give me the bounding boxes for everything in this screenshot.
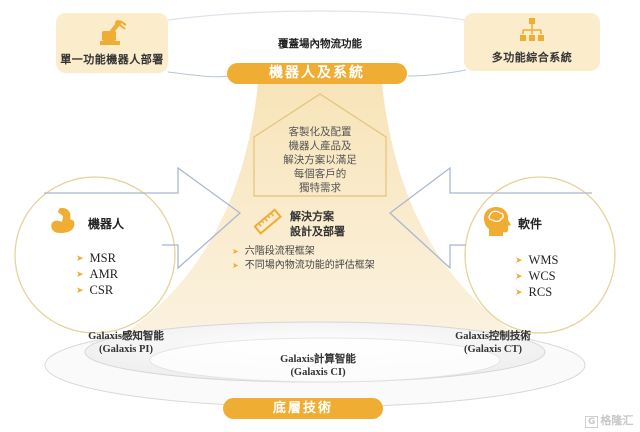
solution-bullet: ➤不同場內物流功能的評估框架	[232, 260, 375, 271]
hierarchy-icon	[520, 18, 544, 41]
intralogistics-coverage-caption: 覆蓋場內物流功能	[278, 38, 362, 50]
house-text-line: 機器人產品及	[288, 140, 352, 152]
left-arrow	[44, 166, 242, 270]
robots-and-systems-pill: 機器人及系統	[227, 63, 407, 84]
robots-list: ➤MSR ➤AMR ➤CSR	[76, 250, 118, 298]
right-arrow	[388, 166, 592, 270]
house-text-line: 獨特需求	[299, 182, 341, 194]
bullet-arrow-icon: ➤	[76, 253, 84, 263]
software-item: ➤RCS	[515, 285, 553, 299]
solution-bullets: ➤六階段流程框架 ➤不同場內物流功能的評估框架	[232, 245, 375, 273]
ruler-icon	[254, 208, 282, 235]
software-title: 軟件	[518, 217, 543, 231]
house-text-line: 客製化及配置	[288, 126, 352, 138]
single-function-robot-label: 單一功能機器人部署	[60, 53, 164, 66]
house-outline	[253, 93, 387, 197]
robot-item: ➤AMR	[76, 267, 119, 281]
bullet-arrow-icon: ➤	[515, 287, 523, 297]
underlying-technology-pill: 底層技術	[223, 398, 383, 419]
robot-item: ➤CSR	[76, 283, 114, 297]
solution-design-title: 解決方案 設計及部署	[290, 209, 345, 239]
brain-head-icon	[484, 207, 511, 236]
single-function-robot-box: 單一功能機器人部署	[56, 13, 168, 73]
galaxis-pi-label: Galaxis感知智能 (Galaxis PI)	[88, 331, 164, 355]
central-beam	[80, 84, 560, 360]
customization-text: 客製化及配置 機器人產品及 解決方案以滿足 每個客戶的 獨特需求	[262, 125, 378, 195]
software-item: ➤WMS	[515, 253, 559, 267]
house-text-line: 每個客戶的	[293, 168, 347, 180]
robots-title: 機器人	[88, 217, 125, 231]
bullet-arrow-icon: ➤	[76, 285, 84, 295]
bullet-arrow-icon: ➤	[232, 261, 239, 270]
solution-title-line: 設計及部署	[290, 225, 345, 238]
galaxis-ci-label: Galaxis計算智能 (Galaxis CI)	[280, 354, 356, 378]
bullet-arrow-icon: ➤	[232, 247, 239, 256]
left-circle	[14, 176, 176, 334]
watermark-logo-icon: G	[585, 416, 599, 428]
flexed-arm-icon	[51, 207, 75, 233]
robot-item: ➤MSR	[76, 251, 116, 265]
house-text-line: 解決方案以滿足	[283, 154, 357, 166]
bullet-arrow-icon: ➤	[515, 255, 523, 265]
software-item: ➤WCS	[515, 269, 556, 283]
multi-function-system-box: 多功能綜合系統	[464, 13, 600, 71]
software-list: ➤WMS ➤WCS ➤RCS	[515, 252, 558, 300]
multi-function-system-label: 多功能綜合系統	[491, 51, 573, 64]
solution-title-line: 解決方案	[290, 210, 334, 223]
solution-bullet: ➤六階段流程框架	[232, 246, 315, 257]
bullet-arrow-icon: ➤	[515, 271, 523, 281]
galaxis-ct-label: Galaxis控制技術 (Galaxis CT)	[455, 331, 531, 355]
robot-arm-icon	[100, 20, 127, 45]
bullet-arrow-icon: ➤	[76, 269, 84, 279]
